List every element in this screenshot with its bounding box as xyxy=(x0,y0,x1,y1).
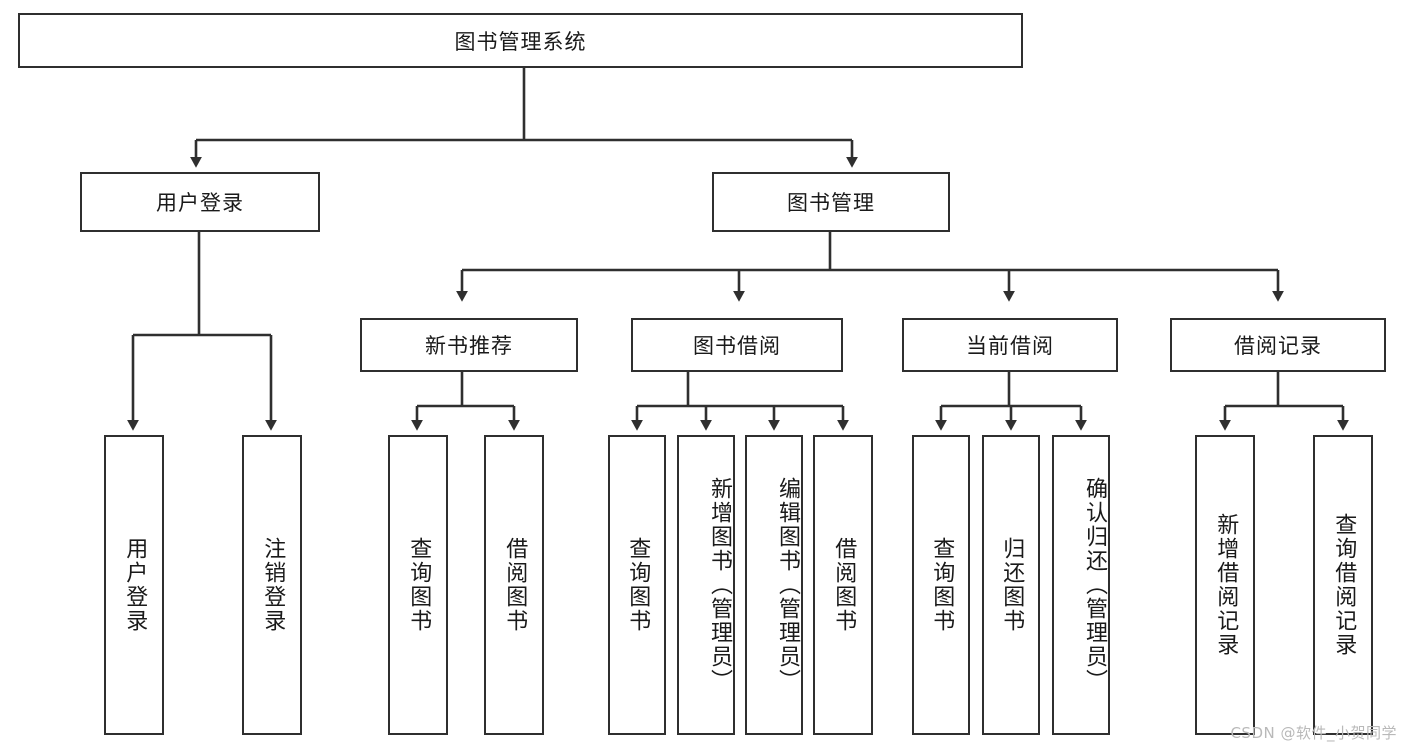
leaf-borrow-book-recommend-label: 借阅图书 xyxy=(502,537,528,633)
leaf-logout-label: 注销登录 xyxy=(260,537,286,633)
leaf-confirm-return-admin[interactable]: 确认归还（管理员） xyxy=(1052,435,1110,735)
node-current-borrow[interactable]: 当前借阅 xyxy=(902,318,1118,372)
leaf-query-book-current-label: 查询图书 xyxy=(929,537,955,633)
leaf-return-book[interactable]: 归还图书 xyxy=(982,435,1040,735)
node-borrow-record[interactable]: 借阅记录 xyxy=(1170,318,1386,372)
leaf-edit-book-admin[interactable]: 编辑图书（管理员） xyxy=(745,435,803,735)
leaf-add-book-admin-label: 新增图书（管理员） xyxy=(707,477,732,693)
leaf-add-borrow-record-label: 新增借阅记录 xyxy=(1213,513,1239,657)
leaf-add-borrow-record[interactable]: 新增借阅记录 xyxy=(1195,435,1255,735)
node-new-book-recommend-label: 新书推荐 xyxy=(425,334,513,358)
leaf-borrow-book[interactable]: 借阅图书 xyxy=(813,435,873,735)
leaf-query-borrow-record[interactable]: 查询借阅记录 xyxy=(1313,435,1373,735)
leaf-return-book-label: 归还图书 xyxy=(999,537,1025,633)
leaf-query-book-borrow-label: 查询图书 xyxy=(625,537,651,633)
watermark: CSDN @软件_小贺同学 xyxy=(1230,724,1397,742)
leaf-user-login[interactable]: 用户登录 xyxy=(104,435,164,735)
node-book-borrow[interactable]: 图书借阅 xyxy=(631,318,843,372)
leaf-logout[interactable]: 注销登录 xyxy=(242,435,302,735)
leaf-edit-book-admin-label: 编辑图书（管理员） xyxy=(775,477,800,693)
node-new-book-recommend[interactable]: 新书推荐 xyxy=(360,318,578,372)
node-user-login-label: 用户登录 xyxy=(156,191,244,215)
node-book-borrow-label: 图书借阅 xyxy=(693,334,781,358)
node-book-management[interactable]: 图书管理 xyxy=(712,172,950,232)
leaf-add-book-admin[interactable]: 新增图书（管理员） xyxy=(677,435,735,735)
node-book-management-label: 图书管理 xyxy=(787,191,875,215)
leaf-query-book-recommend-label: 查询图书 xyxy=(406,537,432,633)
node-root[interactable]: 图书管理系统 xyxy=(18,13,1023,68)
leaf-query-borrow-record-label: 查询借阅记录 xyxy=(1331,513,1357,657)
leaf-borrow-book-label: 借阅图书 xyxy=(831,537,857,633)
leaf-query-book-current[interactable]: 查询图书 xyxy=(912,435,970,735)
leaf-confirm-return-admin-label: 确认归还（管理员） xyxy=(1082,477,1107,693)
node-current-borrow-label: 当前借阅 xyxy=(966,334,1054,358)
node-root-label: 图书管理系统 xyxy=(454,29,587,54)
leaf-query-book-recommend[interactable]: 查询图书 xyxy=(388,435,448,735)
node-borrow-record-label: 借阅记录 xyxy=(1234,334,1322,358)
node-user-login[interactable]: 用户登录 xyxy=(80,172,320,232)
leaf-query-book-borrow[interactable]: 查询图书 xyxy=(608,435,666,735)
leaf-user-login-label: 用户登录 xyxy=(122,537,148,633)
leaf-borrow-book-recommend[interactable]: 借阅图书 xyxy=(484,435,544,735)
